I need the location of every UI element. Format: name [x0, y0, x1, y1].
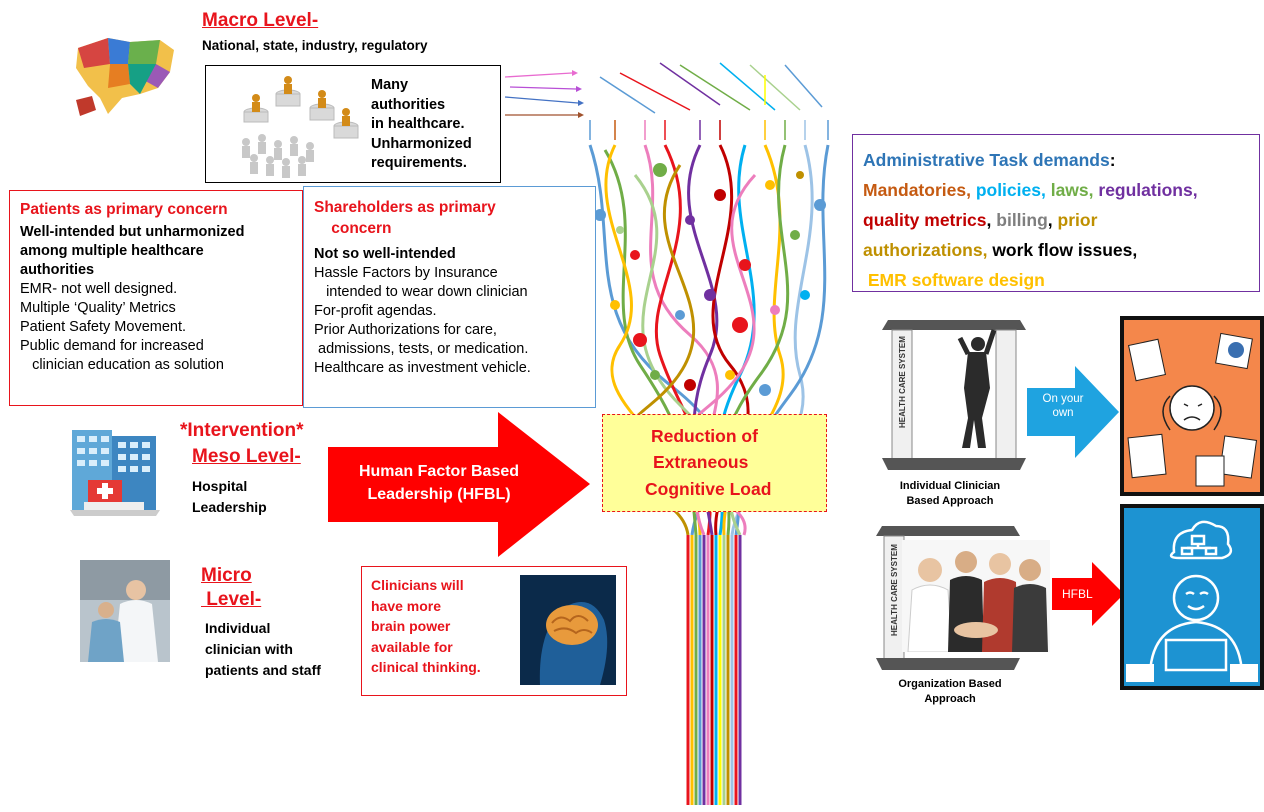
- hfbl-small-arrow: [1052, 562, 1124, 626]
- macro-arrows: [504, 70, 584, 118]
- us-map-icon: [76, 38, 174, 116]
- clinicians-line: available for: [371, 638, 453, 655]
- admin-seg: quality metrics: [863, 210, 987, 230]
- machine-label: HEALTH CARE SYSTEM: [890, 544, 899, 636]
- admin-seg: work flow issues,: [987, 240, 1138, 260]
- clinician-photo-icon: [80, 560, 170, 662]
- brain-icon: [520, 575, 616, 685]
- macro-box-line: Unharmonized: [371, 135, 472, 152]
- patients-bold-line: authorities: [20, 262, 95, 278]
- admin-seg: Mandatories,: [863, 180, 971, 200]
- micro-title-line: Micro: [201, 565, 252, 586]
- patients-bold-line: Well-intended but unharmonized: [20, 224, 245, 240]
- macro-box-line: requirements.: [371, 155, 467, 171]
- calm-panel: [1120, 504, 1264, 690]
- admin-seg: ,: [986, 210, 997, 230]
- calm-person-icon: [1126, 520, 1258, 682]
- micro-line: clinician with: [205, 641, 293, 657]
- input-arrow: [599, 76, 656, 114]
- meso-title: Meso Level-: [192, 446, 301, 467]
- clinicians-line: brain power: [371, 618, 451, 634]
- reduction-box: Reduction of Extraneous Cognitive Load: [602, 414, 827, 512]
- hfbl-arrow-line: Leadership (HFBL): [367, 486, 511, 503]
- team-photo-icon: [902, 540, 1050, 652]
- admin-seg: billing: [996, 210, 1048, 230]
- hfbl-small-label: HFBL: [1062, 587, 1093, 601]
- admin-demands-box: Administrative Task demands: Mandatories…: [852, 134, 1260, 292]
- patients-line: Public demand for increased: [20, 338, 204, 354]
- shareholders-line: Prior Authorizations for care,: [314, 322, 497, 338]
- patients-line: Multiple ‘Quality’ Metrics: [20, 300, 176, 316]
- macro-title: Macro Level-: [202, 10, 319, 31]
- shareholders-line: intended to wear down clinician: [314, 284, 528, 300]
- organization-caption-line: Approach: [924, 693, 976, 705]
- authorities-box: Many authorities in healthcare. Unharmon…: [205, 65, 501, 183]
- admin-seg: laws,: [1045, 180, 1094, 200]
- individual-caption-line: Individual Clinician: [899, 480, 1001, 492]
- clinicians-box: Clinicians will have more brain power av…: [361, 566, 627, 696]
- shareholders-line: Hassle Factors by Insurance: [314, 265, 498, 281]
- individual-caption-line: Based Approach: [906, 495, 994, 507]
- admin-seg: authorizations,: [863, 240, 988, 260]
- admin-seg: policies,: [970, 180, 1046, 200]
- patients-box: Patients as primary concern Well-intende…: [9, 190, 303, 406]
- macro-box-line: Many: [371, 77, 409, 93]
- shareholders-bold-line: Not so well-intended: [314, 246, 456, 262]
- clinicians-line: clinical thinking.: [371, 659, 481, 675]
- input-arrow: [619, 72, 691, 111]
- on-your-own-line: own: [1052, 407, 1074, 419]
- reduction-line: Extraneous: [653, 452, 749, 472]
- patients-line: clinician education as solution: [20, 357, 224, 373]
- shareholders-box: Shareholders as primary concern Not so w…: [303, 186, 596, 408]
- shareholders-line: Healthcare as investment vehicle.: [314, 360, 531, 376]
- admin-seg: Administrative Task demands: [863, 150, 1110, 170]
- macro-box-line: authorities: [371, 96, 446, 113]
- machine-label: HEALTH CARE SYSTEM: [898, 336, 907, 428]
- admin-seg: :: [1109, 150, 1116, 170]
- input-arrow: [784, 64, 823, 108]
- organization-caption-line: Organization Based: [898, 678, 1002, 690]
- hfbl-arrow: [328, 412, 590, 557]
- shareholders-line: For-profit agendas.: [314, 303, 437, 319]
- admin-seg: EMR software design: [863, 270, 1045, 290]
- micro-line: Individual: [205, 620, 271, 636]
- hospital-icon: [70, 430, 160, 516]
- health-care-machine-icon: HEALTH CARE SYSTEM: [882, 320, 1026, 470]
- shareholders-title-line: Shareholders as primary: [314, 199, 496, 216]
- meso-line: Leadership: [192, 499, 267, 515]
- micro-title-line: Level-: [201, 589, 262, 610]
- patients-title: Patients as primary concern: [20, 201, 228, 218]
- shareholders-line: admissions, tests, or medication.: [314, 341, 529, 357]
- patients-bold-line: among multiple healthcare: [20, 243, 204, 259]
- admin-seg: prior: [1057, 210, 1098, 230]
- authorities-podium-icon: [242, 76, 359, 178]
- hfbl-arrow-line: Human Factor Based: [358, 463, 520, 480]
- reduction-line: Cognitive Load: [645, 479, 772, 499]
- patients-line: EMR- not well designed.: [20, 281, 178, 297]
- input-arrow: [749, 64, 801, 111]
- macro-subtitle: National, state, industry, regulatory: [202, 38, 428, 53]
- stressed-person-icon: [1127, 332, 1258, 487]
- macro-box-line: in healthcare.: [371, 116, 465, 132]
- input-arrow: [659, 62, 721, 106]
- reduction-line: Reduction of: [651, 426, 758, 446]
- input-arrow: [719, 62, 776, 111]
- shareholders-title-line: concern: [314, 220, 392, 237]
- patients-line: Patient Safety Movement.: [20, 319, 187, 335]
- stressed-panel: [1120, 316, 1264, 496]
- on-your-own-arrow: [1027, 366, 1119, 458]
- intervention-label: *Intervention*: [180, 420, 304, 441]
- admin-seg: ,: [1047, 210, 1058, 230]
- meso-line: Hospital: [192, 478, 248, 494]
- input-arrow: [679, 64, 751, 111]
- clinicians-line: have more: [371, 597, 442, 614]
- on-your-own-line: On your: [1042, 393, 1084, 405]
- health-care-machine-icon: HEALTH CARE SYSTEM: [876, 526, 1020, 670]
- clinicians-line: Clinicians will: [371, 577, 464, 593]
- admin-seg: regulations,: [1093, 180, 1198, 200]
- micro-line: patients and staff: [205, 662, 321, 678]
